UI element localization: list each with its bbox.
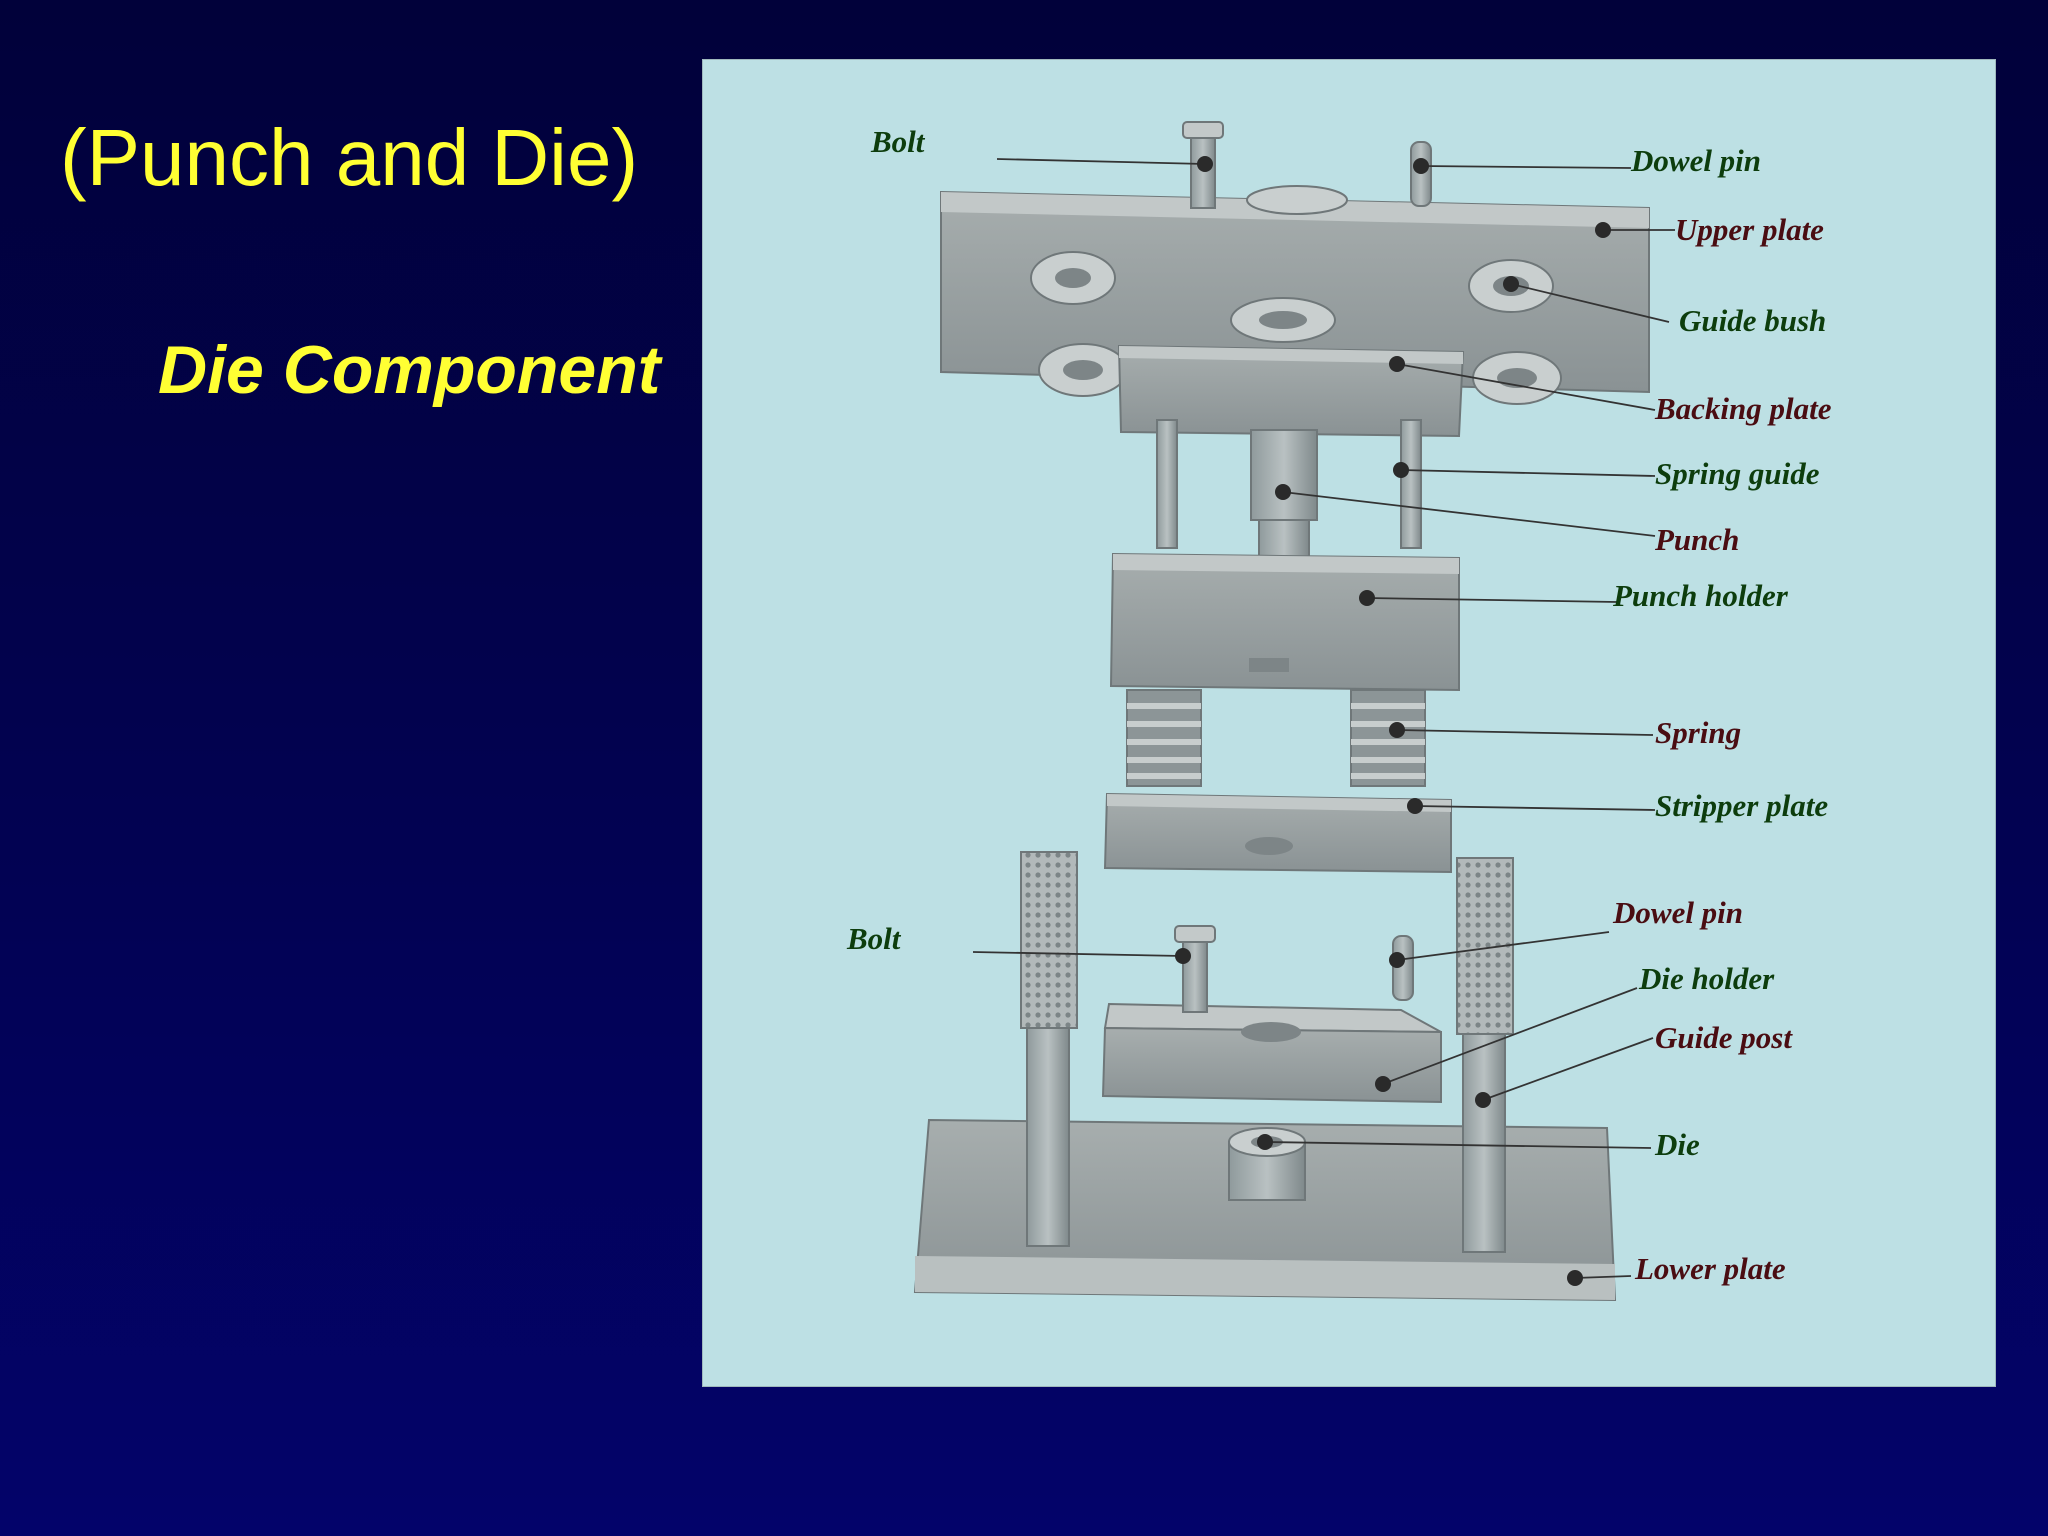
stripper-plate-drawing [1103,792,1452,874]
label-backing-plate: Backing plate [1654,391,1832,426]
label-bolt-top: Bolt [870,124,926,159]
slide-subtitle: Die Component [158,332,661,408]
label-upper-plate: Upper plate [1675,212,1824,247]
leader-dots [1175,156,1611,1286]
label-spring: Spring [1655,715,1741,750]
label-bolt-bottom: Bolt [846,921,902,956]
label-dowel-pin-bottom: Dowel pin [1612,895,1743,930]
die-holder-drawing [1101,1002,1442,1104]
label-lower-plate: Lower plate [1634,1251,1786,1286]
label-die: Die [1654,1127,1700,1162]
label-spring-guide: Spring guide [1655,456,1820,491]
backing-plate-drawing [1117,344,1465,438]
die-assembly-drawing: Bolt Dowel pin Upper plate Guide bush Ba… [846,121,1832,1302]
label-dowel-pin-top: Dowel pin [1630,143,1761,178]
lower-plate-drawing [913,1118,1617,1302]
label-punch: Punch [1654,522,1739,557]
label-die-holder: Die holder [1638,961,1775,996]
label-stripper-plate: Stripper plate [1655,788,1828,823]
punch-drawing [1250,429,1318,571]
label-guide-post: Guide post [1655,1020,1793,1055]
label-punch-holder: Punch holder [1612,578,1789,613]
label-guide-bush: Guide bush [1679,303,1826,338]
leader-lines [972,158,1675,1279]
bolt-drawing [1174,121,1224,1013]
guide-post-drawing [1020,851,1514,1253]
spring-drawing [1126,689,1426,787]
spring-guide-drawing [1156,419,1422,549]
punch-holder-drawing [1109,552,1460,692]
slide-title: (Punch and Die) [60,113,639,202]
upper-plate-drawing [940,185,1650,394]
die-component-diagram: Bolt Dowel pin Upper plate Guide bush Ba… [702,59,1996,1387]
